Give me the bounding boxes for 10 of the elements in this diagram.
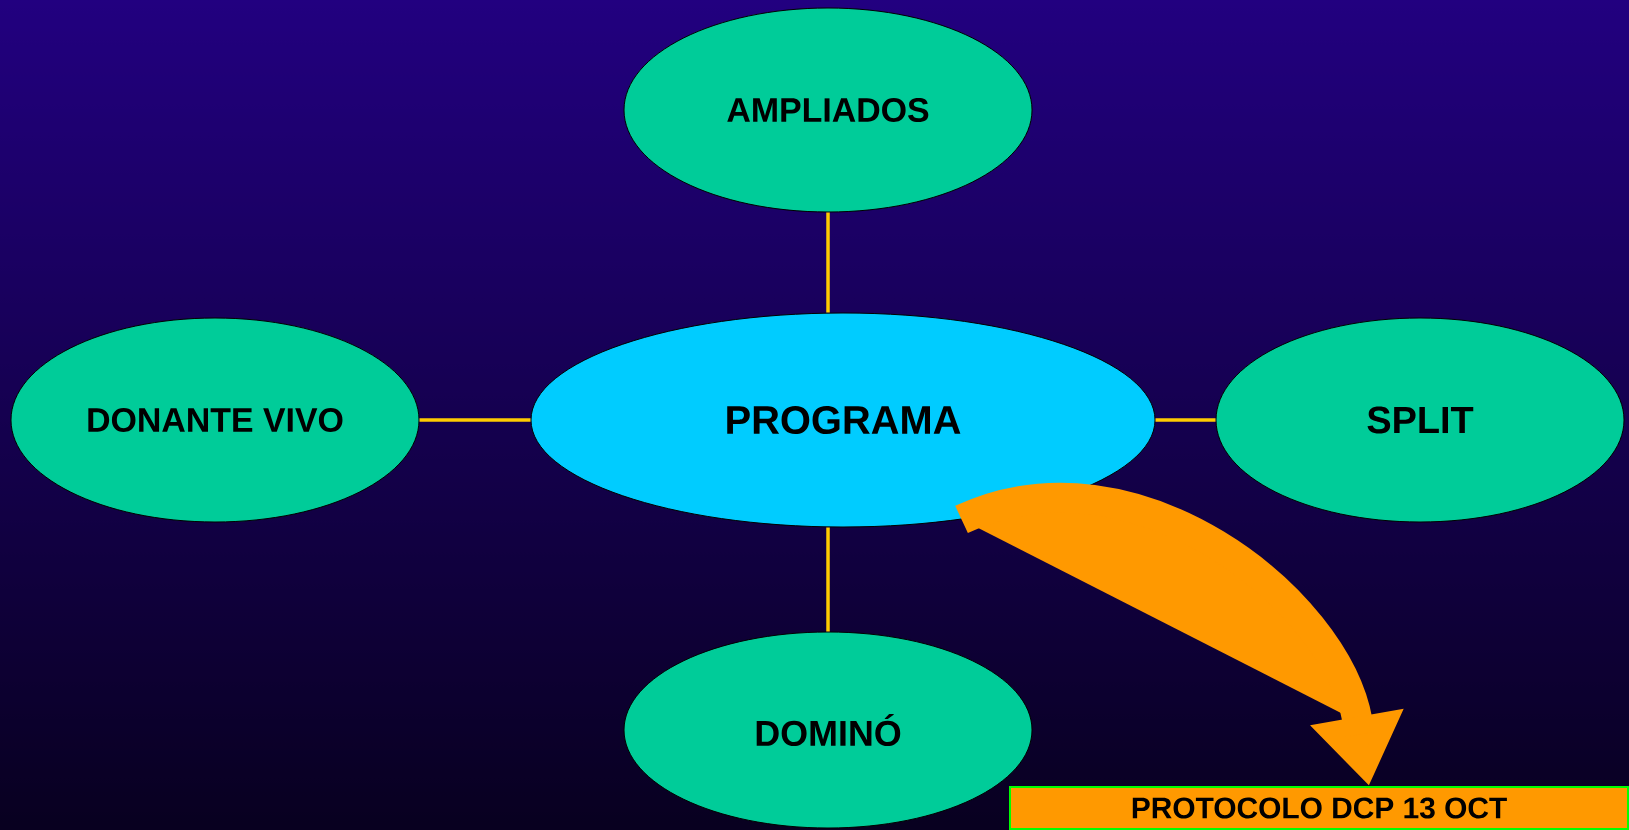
ellipse-node: DOMINÓ [623, 631, 1033, 829]
ellipse-node: SPLIT [1215, 317, 1625, 523]
text-box: PROTOCOLO DCP 13 OCT [1009, 786, 1629, 830]
connector-line [826, 527, 830, 632]
connector-line [826, 212, 830, 313]
connector-line [1155, 418, 1216, 422]
ellipse-node: AMPLIADOS [623, 7, 1033, 213]
ellipse-node: PROGRAMA [530, 312, 1156, 528]
ellipse-node: DONANTE VIVO [10, 317, 420, 523]
connector-line [419, 418, 531, 422]
